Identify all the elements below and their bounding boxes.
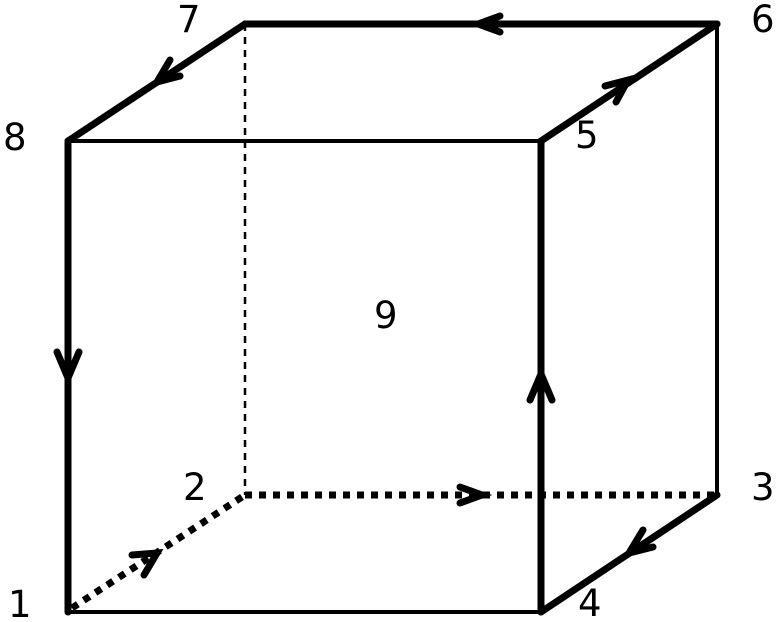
direction-arrows bbox=[53, 12, 657, 579]
vertex-label-1: 1 bbox=[8, 583, 32, 622]
vertex-label-6: 6 bbox=[751, 0, 775, 41]
arrow-up-icon bbox=[526, 365, 556, 404]
arrow-left-icon bbox=[467, 12, 504, 36]
vertex-label-2: 2 bbox=[183, 466, 207, 509]
vertex-label-3: 3 bbox=[751, 466, 775, 509]
thick-dotted-path bbox=[70, 491, 717, 611]
vertex-label-5: 5 bbox=[575, 114, 599, 157]
arrow-right-icon bbox=[456, 483, 493, 507]
vertex-label-7: 7 bbox=[177, 0, 201, 41]
arrow-down-left-lower-icon bbox=[621, 526, 657, 559]
arrow-down-left-icon bbox=[149, 56, 184, 88]
arrow-down-icon bbox=[53, 348, 83, 387]
arrow-up-right-icon bbox=[601, 74, 635, 106]
vertex-label-8: 8 bbox=[3, 116, 27, 159]
thin-edges bbox=[66, 22, 719, 614]
vertex-label-4: 4 bbox=[578, 582, 602, 622]
face-label-9: 9 bbox=[374, 294, 398, 337]
arrow-up-right-lower-icon bbox=[128, 548, 164, 579]
